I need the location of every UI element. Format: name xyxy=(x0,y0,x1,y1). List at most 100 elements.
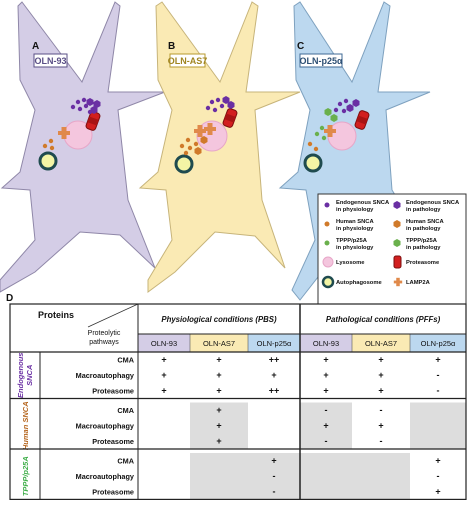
cell-line-header: OLN-AS7 xyxy=(203,339,235,348)
legend-label: Autophagosome xyxy=(336,280,383,286)
table-cell-value: + xyxy=(216,421,221,431)
panel-letter-d: D xyxy=(6,293,13,304)
shaded-cell xyxy=(300,453,352,469)
cell-line-badge-a xyxy=(33,53,68,68)
condition-header-pathological: Pathological conditions (PFFs) xyxy=(326,315,441,324)
legend-label: in pathology xyxy=(406,245,441,251)
pathway-label: CMA xyxy=(117,356,134,365)
cell-line-header-bg xyxy=(352,334,410,352)
shaded-cell xyxy=(190,453,248,469)
shaded-cell xyxy=(410,402,466,418)
cell-line-header-bg xyxy=(138,334,190,352)
table-cell-value: - xyxy=(325,405,328,415)
proteasome xyxy=(354,110,370,130)
proteasome-icon xyxy=(393,255,402,269)
table-cell-value: + xyxy=(161,355,166,365)
table-cell-value: - xyxy=(325,436,328,446)
endogenous-snca-cluster xyxy=(70,97,93,115)
legend-label: in physiology xyxy=(336,226,374,232)
shaded-cell xyxy=(190,433,248,449)
endogenous-snca-physiology-icon xyxy=(324,202,330,208)
corner-diagonal xyxy=(87,303,139,328)
cell-line-header-bg xyxy=(410,334,466,352)
table-cell-value: + xyxy=(323,370,328,380)
table-cell-value: - xyxy=(437,370,440,380)
cell-line-badge-b xyxy=(169,53,206,68)
protein-group-label: TPPP/p25A xyxy=(21,456,30,496)
table-cell-value: + xyxy=(435,456,440,466)
cell-line-header-bg xyxy=(248,334,300,352)
cell-panel-b: OLN-AS7 B xyxy=(138,1,301,293)
legend-box xyxy=(317,193,467,305)
human-snca-physiology-icon xyxy=(324,221,330,227)
table-cell-value: + xyxy=(271,456,276,466)
table-cell-value: + xyxy=(161,386,166,396)
legend-label: TPPP/p25A xyxy=(336,238,368,244)
table-cell-value: + xyxy=(435,487,440,497)
table-cell-value: + xyxy=(378,355,383,365)
pathway-label: Macroautophagy xyxy=(76,371,135,380)
table-cell-value: + xyxy=(271,370,276,380)
panel-letter-b: B xyxy=(168,41,175,52)
protein-group-label-line: Human SNCA xyxy=(21,401,30,450)
pathway-label: Proteasome xyxy=(92,437,134,446)
table-cell-value: - xyxy=(437,386,440,396)
legend-label: Endogenous SNCA xyxy=(406,200,460,206)
shaded-cell xyxy=(248,453,300,469)
table-cell-value: - xyxy=(380,405,383,415)
shaded-cell xyxy=(248,468,300,484)
shaded-cell xyxy=(352,484,410,500)
shaded-cell xyxy=(190,468,248,484)
shaded-cell xyxy=(300,402,352,418)
table-cell-value: + xyxy=(323,421,328,431)
cell-line-header: OLN-p25α xyxy=(421,339,456,348)
table-cell-value: - xyxy=(437,471,440,481)
panel-letter-c: C xyxy=(297,41,304,52)
legend-label: LAMP2A xyxy=(406,280,431,286)
table-cell-value: - xyxy=(273,487,276,497)
table-cell-value: + xyxy=(216,355,221,365)
table-cell-value: + xyxy=(216,405,221,415)
human-snca-cluster xyxy=(307,141,319,152)
cell-line-label-c: OLN-p25α xyxy=(299,56,343,66)
table-cell-value: - xyxy=(273,471,276,481)
cell-line-header: OLN-93 xyxy=(151,339,177,348)
table-cell-value: + xyxy=(161,370,166,380)
cell-line-label-b: OLN-AS7 xyxy=(168,56,208,66)
tppp-physiology-icon xyxy=(324,240,330,246)
legend-label: TPPP/p25A xyxy=(406,238,438,244)
legend-label: Human SNCA xyxy=(336,219,374,225)
autophagosome xyxy=(38,151,58,171)
proteasome xyxy=(85,111,101,131)
endogenous-snca-cluster xyxy=(333,98,349,114)
table-cell-value: + xyxy=(378,386,383,396)
autophagosome xyxy=(303,153,323,173)
pathway-label: Proteasome xyxy=(92,488,134,497)
protein-group-label-line: SNCA xyxy=(25,365,34,386)
proteasome xyxy=(222,108,238,128)
table-cell-value: + xyxy=(323,355,328,365)
pathways-header: pathways xyxy=(89,339,119,346)
shaded-cell xyxy=(190,402,248,418)
shaded-cell xyxy=(300,468,352,484)
protein-group-label-line: TPPP/p25A xyxy=(21,456,30,496)
shaded-cell xyxy=(300,484,352,500)
table-cell-value: + xyxy=(378,370,383,380)
table-cell-value: + xyxy=(435,355,440,365)
table-cell-value: ++ xyxy=(269,386,280,396)
legend-label: in pathology xyxy=(406,226,441,232)
endogenous-snca-cluster xyxy=(205,97,225,113)
shaded-cell xyxy=(248,484,300,500)
legend-label: Lysosome xyxy=(336,260,365,266)
table-cell-value: ++ xyxy=(269,355,280,365)
shaded-cell xyxy=(352,468,410,484)
protein-group-label: Human SNCA xyxy=(21,401,30,450)
cell-line-header: OLN-AS7 xyxy=(365,339,397,348)
pathway-label: CMA xyxy=(117,406,134,415)
table-cell-value: - xyxy=(380,436,383,446)
shaded-cell xyxy=(352,453,410,469)
table-cell-value: + xyxy=(216,386,221,396)
